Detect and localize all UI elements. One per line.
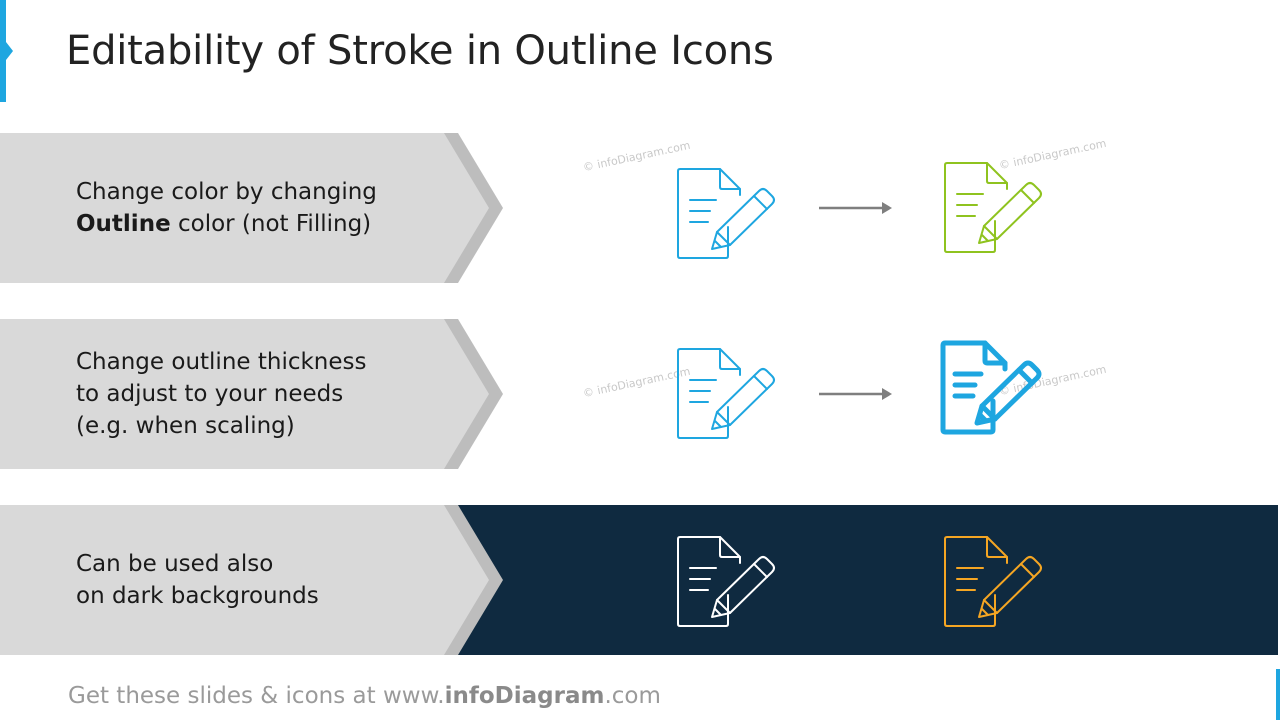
row-line: Outline color (not Filling)	[76, 208, 436, 240]
row-text: Change color by changing Outline color (…	[76, 133, 436, 283]
page-title: Editability of Stroke in Outline Icons	[66, 28, 774, 74]
title-accent-notch	[6, 42, 13, 60]
footer-brand: infoDiagram	[444, 683, 605, 709]
document-edit-icon	[677, 348, 775, 439]
document-edit-icon	[944, 536, 1042, 627]
row-text: Can be used also on dark backgrounds	[76, 505, 436, 655]
document-edit-icon	[677, 168, 775, 259]
bold-word: Outline	[76, 211, 171, 237]
footer-suffix: .com	[604, 683, 661, 709]
right-arrow-icon	[819, 202, 892, 214]
chevron-banner	[0, 319, 503, 469]
document-edit-icon	[677, 536, 775, 627]
row-change-color: Change color by changing Outline color (…	[0, 133, 510, 283]
document-edit-icon	[944, 162, 1042, 253]
row-dark-backgrounds: Can be used also on dark backgrounds	[0, 505, 510, 655]
chevron-banner	[0, 133, 503, 283]
row-line: (e.g. when scaling)	[76, 413, 295, 439]
dark-background-band	[458, 505, 1278, 655]
document-edit-icon	[940, 340, 1042, 435]
title-accent-bar	[0, 0, 6, 102]
chevron-banner	[0, 505, 503, 655]
row-line: to adjust to your needs	[76, 381, 344, 407]
footer-prefix: Get these slides & icons at www.	[68, 683, 445, 709]
row-line-rest: color (not Filling)	[170, 211, 372, 237]
corner-accent-bar	[1276, 669, 1280, 720]
row-text: Change outline thickness to adjust to yo…	[76, 319, 436, 469]
footer-text: Get these slides & icons at www.infoDiag…	[68, 683, 661, 709]
row-change-thickness: Change outline thickness to adjust to yo…	[0, 319, 510, 469]
row-line: on dark backgrounds	[76, 583, 319, 609]
right-arrow-icon	[819, 388, 892, 400]
row-line: Change outline thickness	[76, 349, 367, 375]
row-line: Can be used also	[76, 551, 274, 577]
row-line: Change color by changing	[76, 179, 377, 205]
